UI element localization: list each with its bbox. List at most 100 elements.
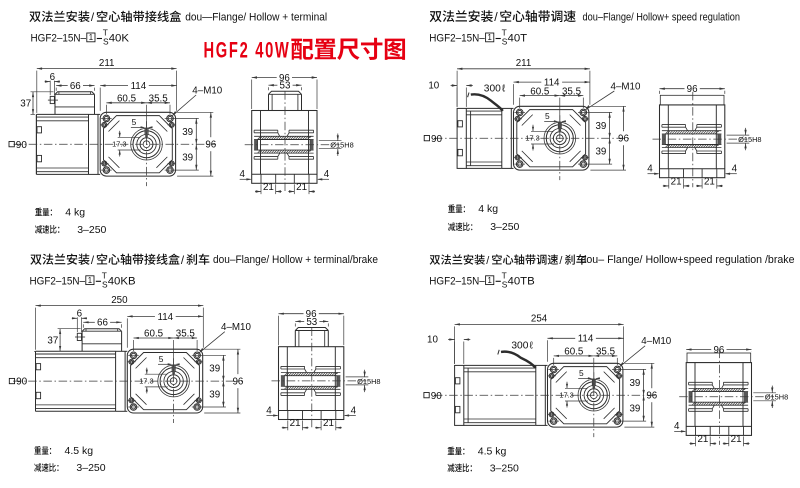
svg-text:114: 114: [544, 78, 560, 89]
svg-text:S: S: [103, 37, 109, 47]
svg-text:96: 96: [205, 140, 216, 151]
svg-text:/: /: [91, 254, 95, 267]
svg-text:17.3: 17.3: [525, 134, 539, 143]
svg-text:Ø15H8: Ø15H8: [330, 141, 353, 150]
svg-text:60.5: 60.5: [144, 329, 164, 340]
svg-text:53: 53: [280, 81, 291, 92]
svg-text:4: 4: [324, 169, 330, 180]
svg-text:17.3: 17.3: [559, 391, 573, 400]
svg-text:3–250: 3–250: [490, 221, 519, 233]
svg-text:6: 6: [77, 309, 83, 320]
svg-text:211: 211: [516, 58, 532, 69]
svg-text:4–M10: 4–M10: [192, 85, 223, 96]
svg-text:96: 96: [306, 309, 317, 320]
svg-text:dou– Flange/ Hollow+speed regu: dou– Flange/ Hollow+speed regulation /br…: [581, 254, 795, 266]
svg-text:300: 300: [511, 341, 528, 352]
svg-text:S: S: [502, 279, 508, 289]
svg-text:39: 39: [182, 153, 193, 164]
svg-text:40K: 40K: [109, 33, 130, 45]
svg-text:/: /: [559, 255, 562, 267]
svg-text:4.5 kg: 4.5 kg: [65, 445, 94, 457]
svg-text:/: /: [486, 255, 489, 267]
svg-text:T: T: [502, 270, 507, 280]
svg-text:39: 39: [209, 364, 220, 375]
svg-text:4.5 kg: 4.5 kg: [478, 446, 507, 458]
svg-text:21: 21: [290, 418, 301, 429]
svg-text:HGF2–15N–: HGF2–15N–: [31, 33, 87, 45]
svg-text:21: 21: [296, 182, 307, 193]
svg-text:60.5: 60.5: [530, 86, 550, 97]
svg-text:4: 4: [732, 164, 738, 175]
svg-text:3–250: 3–250: [77, 224, 106, 236]
svg-text:250: 250: [111, 295, 128, 306]
svg-text:4 kg: 4 kg: [478, 203, 498, 215]
svg-text:10: 10: [427, 335, 438, 346]
svg-text:4: 4: [266, 405, 272, 416]
svg-text:35.5: 35.5: [562, 86, 582, 97]
svg-text:5: 5: [579, 368, 584, 378]
svg-text:4 kg: 4 kg: [65, 207, 85, 219]
svg-text:/: /: [91, 10, 95, 24]
svg-text:96: 96: [618, 134, 629, 145]
svg-text:96: 96: [687, 84, 698, 95]
svg-text:Ø15H8: Ø15H8: [738, 135, 761, 144]
svg-text:4: 4: [647, 164, 653, 175]
svg-text:66: 66: [70, 81, 81, 92]
svg-text:/: /: [181, 254, 185, 267]
svg-text:/: /: [494, 10, 498, 24]
svg-text:35.5: 35.5: [149, 94, 169, 105]
svg-text:ℓ: ℓ: [502, 83, 506, 94]
svg-text:39: 39: [182, 127, 193, 138]
svg-text:254: 254: [531, 314, 548, 325]
svg-text:1: 1: [488, 33, 492, 42]
svg-text:6: 6: [50, 72, 56, 83]
svg-text:40KB: 40KB: [108, 275, 136, 287]
svg-text:300: 300: [484, 83, 501, 94]
svg-text:4: 4: [239, 169, 245, 180]
svg-text:HGF2 40W: HGF2 40W: [204, 38, 291, 63]
svg-text:21: 21: [731, 434, 742, 445]
svg-text:21: 21: [704, 176, 715, 187]
svg-text:39: 39: [629, 404, 640, 415]
svg-text:40TB: 40TB: [508, 275, 535, 287]
svg-text:Ø15H8: Ø15H8: [357, 377, 380, 386]
svg-text:4: 4: [351, 405, 357, 416]
svg-text:39: 39: [629, 378, 640, 389]
svg-text:114: 114: [578, 334, 594, 345]
svg-text:39: 39: [209, 390, 220, 401]
svg-text:10: 10: [428, 81, 439, 92]
svg-text:114: 114: [157, 312, 173, 323]
svg-text:21: 21: [323, 418, 334, 429]
svg-text:dou–Flange/ Hollow + terminal/: dou–Flange/ Hollow + terminal/brake: [213, 254, 378, 266]
svg-text:HGF2–15N–: HGF2–15N–: [429, 275, 485, 287]
svg-text:HGF2–15N–: HGF2–15N–: [429, 33, 485, 45]
svg-text:37: 37: [20, 99, 31, 110]
svg-text:3–250: 3–250: [76, 462, 105, 474]
svg-text:90: 90: [431, 134, 443, 145]
svg-text:90: 90: [16, 140, 28, 151]
svg-text:21: 21: [697, 434, 708, 445]
svg-text:4–M10: 4–M10: [611, 81, 642, 92]
svg-text:35.5: 35.5: [596, 347, 616, 358]
svg-text:T: T: [103, 28, 108, 38]
svg-text:S: S: [502, 37, 508, 47]
svg-text:1: 1: [89, 33, 93, 42]
svg-text:17.3: 17.3: [112, 140, 126, 149]
svg-text:96: 96: [279, 73, 290, 84]
svg-text:60.5: 60.5: [564, 347, 584, 358]
svg-text:dou–Flange/ Hollow+ speed regu: dou–Flange/ Hollow+ speed regulation: [583, 11, 741, 23]
svg-text:5: 5: [545, 111, 550, 121]
svg-text:39: 39: [595, 121, 606, 132]
svg-text:211: 211: [99, 58, 115, 69]
svg-text:96: 96: [646, 391, 657, 402]
svg-text:T: T: [502, 28, 507, 38]
svg-text:53: 53: [306, 317, 317, 328]
svg-text:90: 90: [431, 391, 443, 402]
svg-text:40T: 40T: [508, 33, 528, 45]
svg-text:HGF2–15N–: HGF2–15N–: [30, 275, 86, 287]
svg-text:39: 39: [595, 147, 606, 158]
svg-text:21: 21: [671, 176, 682, 187]
svg-text:60.5: 60.5: [117, 94, 137, 105]
svg-text:1: 1: [488, 276, 492, 285]
svg-text:3–250: 3–250: [490, 462, 519, 474]
